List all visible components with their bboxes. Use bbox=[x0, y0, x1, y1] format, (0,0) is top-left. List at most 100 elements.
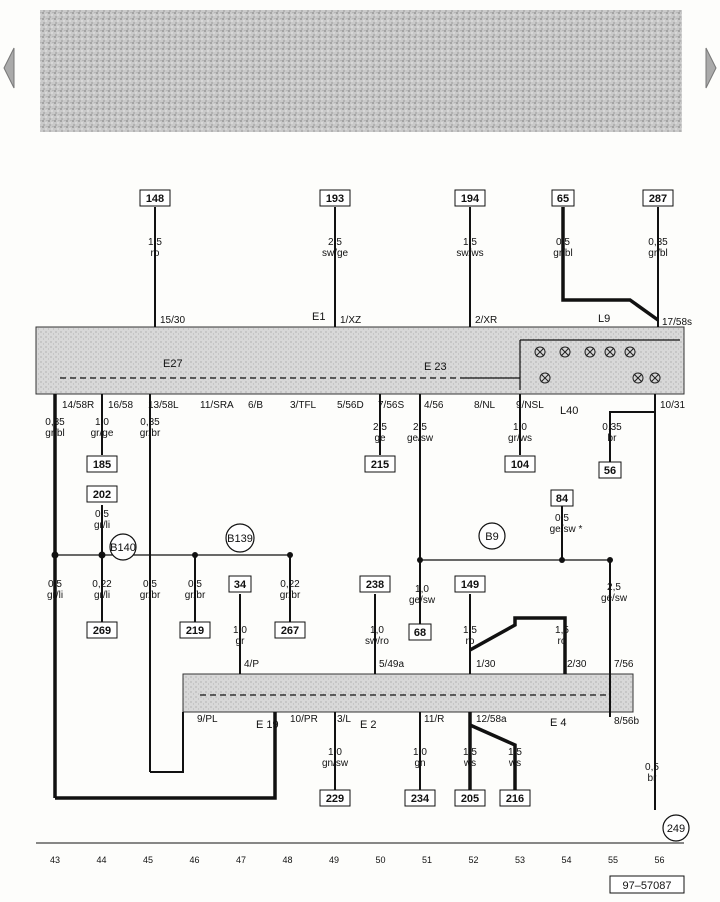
ref-269[interactable]: 269 bbox=[86, 621, 118, 639]
wire-ro2-size: 1,5 bbox=[555, 625, 569, 636]
wire-34-color: gr bbox=[236, 636, 246, 647]
top-wire-3-color: gr/bl bbox=[553, 248, 572, 259]
mid-wire-6-size: 1,0 bbox=[513, 422, 527, 433]
ref84-size: 0,5 bbox=[555, 513, 569, 524]
wire-238-color: sw/ro bbox=[365, 636, 389, 647]
bottom-ref-0-label: 229 bbox=[326, 793, 344, 805]
grid-number-54: 54 bbox=[561, 855, 571, 865]
ref-56[interactable]: 56 bbox=[598, 461, 622, 479]
header-block bbox=[40, 10, 682, 132]
top-wire-1-size: 2,5 bbox=[328, 237, 342, 248]
pin-p13: 13/58L bbox=[148, 400, 179, 411]
mid-wire-2-color: gr/ge bbox=[91, 428, 114, 439]
ref-202[interactable]: 202 bbox=[86, 485, 118, 503]
component-e27: E27 bbox=[163, 358, 183, 370]
top-ref-2-label: 194 bbox=[461, 193, 480, 205]
lower-wire-a-size: 0,5 bbox=[48, 579, 62, 590]
ref-215-label: 215 bbox=[371, 459, 389, 471]
ref-215[interactable]: 215 bbox=[364, 455, 396, 473]
mid-wire-3-size: 0,35 bbox=[140, 417, 160, 428]
mid-wire-5-color: ge/sw bbox=[407, 433, 434, 444]
mid-wire-2-size: 1,0 bbox=[95, 417, 109, 428]
pin-1-30: 1/30 bbox=[476, 659, 496, 670]
ref-185[interactable]: 185 bbox=[86, 455, 118, 473]
reference-boxes: 148 193 194 65 287 185 215 104 56 202 84 269 219 267 6… bbox=[86, 189, 674, 807]
top-ref-0[interactable]: 148 bbox=[139, 189, 171, 207]
lower-wire-g-size: 2,5 bbox=[607, 582, 621, 593]
wire-149-size: 1,5 bbox=[463, 625, 477, 636]
top-wire-1-color: sw/ge bbox=[322, 248, 349, 259]
top-ref-1[interactable]: 193 bbox=[319, 189, 351, 207]
ref-68[interactable]: 68 bbox=[408, 623, 432, 641]
grid-number-52: 52 bbox=[468, 855, 478, 865]
ref-84[interactable]: 84 bbox=[550, 489, 574, 507]
mid-wire-4-color: ge bbox=[374, 433, 386, 444]
grid-number-51: 51 bbox=[422, 855, 432, 865]
next-page-arrow[interactable] bbox=[705, 47, 717, 89]
top-ref-2[interactable]: 194 bbox=[454, 189, 486, 207]
labels: 1,5ro2,5sw/ge1,5sw/ws0,5gr/bl0,35gr/blE1… bbox=[36, 237, 692, 894]
component-e1: E1 bbox=[312, 311, 325, 323]
pin-7-56: 7/56 bbox=[614, 659, 634, 670]
top-wire-3-size: 0,5 bbox=[556, 237, 570, 248]
ref-104[interactable]: 104 bbox=[504, 455, 536, 473]
pin-p5: 5/56D bbox=[337, 400, 364, 411]
pin-p4: 4/56 bbox=[424, 400, 444, 411]
wire-ro2-color: ro bbox=[558, 636, 567, 647]
footer-code-box bbox=[609, 875, 685, 894]
ref-34-label: 34 bbox=[234, 579, 247, 591]
grid-number-53: 53 bbox=[515, 855, 525, 865]
ref-238-label: 238 bbox=[366, 579, 384, 591]
connector-b9-circle bbox=[478, 522, 506, 550]
top-wire-4-size: 0,35 bbox=[648, 237, 668, 248]
mid-wire-3-color: gr/br bbox=[140, 428, 161, 439]
top-wire-2-size: 1,5 bbox=[463, 237, 477, 248]
bottom-wire-e-size: 0,5 bbox=[645, 762, 659, 773]
pin-p16: 16/58 bbox=[108, 400, 133, 411]
bottom-ref-2[interactable]: 205 bbox=[454, 789, 486, 807]
bottom-wire-b-color: gn bbox=[414, 758, 425, 769]
ref-149[interactable]: 149 bbox=[454, 575, 486, 593]
pin-p7: 7/56S bbox=[378, 400, 404, 411]
pin-p14: 14/58R bbox=[62, 400, 94, 411]
bottom-wire-c-size: 1,5 bbox=[463, 747, 477, 758]
ref-34[interactable]: 34 bbox=[228, 575, 252, 593]
bottom-ref-3[interactable]: 216 bbox=[499, 789, 531, 807]
prev-page-arrow[interactable] bbox=[3, 47, 15, 89]
component-l9: L9 bbox=[598, 313, 610, 325]
top-wire-0-size: 1,5 bbox=[148, 237, 162, 248]
ref-238[interactable]: 238 bbox=[359, 575, 391, 593]
ref-267[interactable]: 267 bbox=[274, 621, 306, 639]
pin-12-58a: 12/58a bbox=[476, 714, 507, 725]
wiper-switch-module bbox=[182, 673, 634, 713]
top-wire-4-color: gr/bl bbox=[648, 248, 667, 259]
ref-104-label: 104 bbox=[511, 459, 530, 471]
lower-wire-d-size: 0,5 bbox=[188, 579, 202, 590]
bottom-ref-0[interactable]: 229 bbox=[319, 789, 351, 807]
pin-10pr: 10/PR bbox=[290, 714, 318, 725]
bottom-wire-c-color: ws bbox=[463, 758, 476, 769]
grid-number-48: 48 bbox=[282, 855, 292, 865]
top-ref-4[interactable]: 287 bbox=[642, 189, 674, 207]
ref-84-label: 84 bbox=[556, 493, 569, 505]
grid-number-47: 47 bbox=[236, 855, 246, 865]
connector-b139: B139 bbox=[227, 533, 253, 545]
top-ref-4-label: 287 bbox=[649, 193, 667, 205]
pin-17-58s: 17/58s bbox=[662, 317, 692, 328]
pin-15-30: 15/30 bbox=[160, 315, 185, 326]
grid-number-56: 56 bbox=[654, 855, 664, 865]
bottom-wire-e-color: br bbox=[648, 773, 658, 784]
ref-219[interactable]: 219 bbox=[179, 621, 211, 639]
pin-8-56b: 8/56b bbox=[614, 716, 639, 727]
bottom-ref-1[interactable]: 234 bbox=[404, 789, 436, 807]
ref-68-label: 68 bbox=[414, 627, 426, 639]
top-ref-3[interactable]: 65 bbox=[551, 189, 575, 207]
ref-56-label: 56 bbox=[604, 465, 616, 477]
bottom-ref-2-label: 205 bbox=[461, 793, 479, 805]
lower-wire-f-size: 1,0 bbox=[415, 584, 429, 595]
pin-4p: 4/P bbox=[244, 659, 259, 670]
wire-34-size: 1,0 bbox=[233, 625, 247, 636]
pin-p8: 8/NL bbox=[474, 400, 496, 411]
